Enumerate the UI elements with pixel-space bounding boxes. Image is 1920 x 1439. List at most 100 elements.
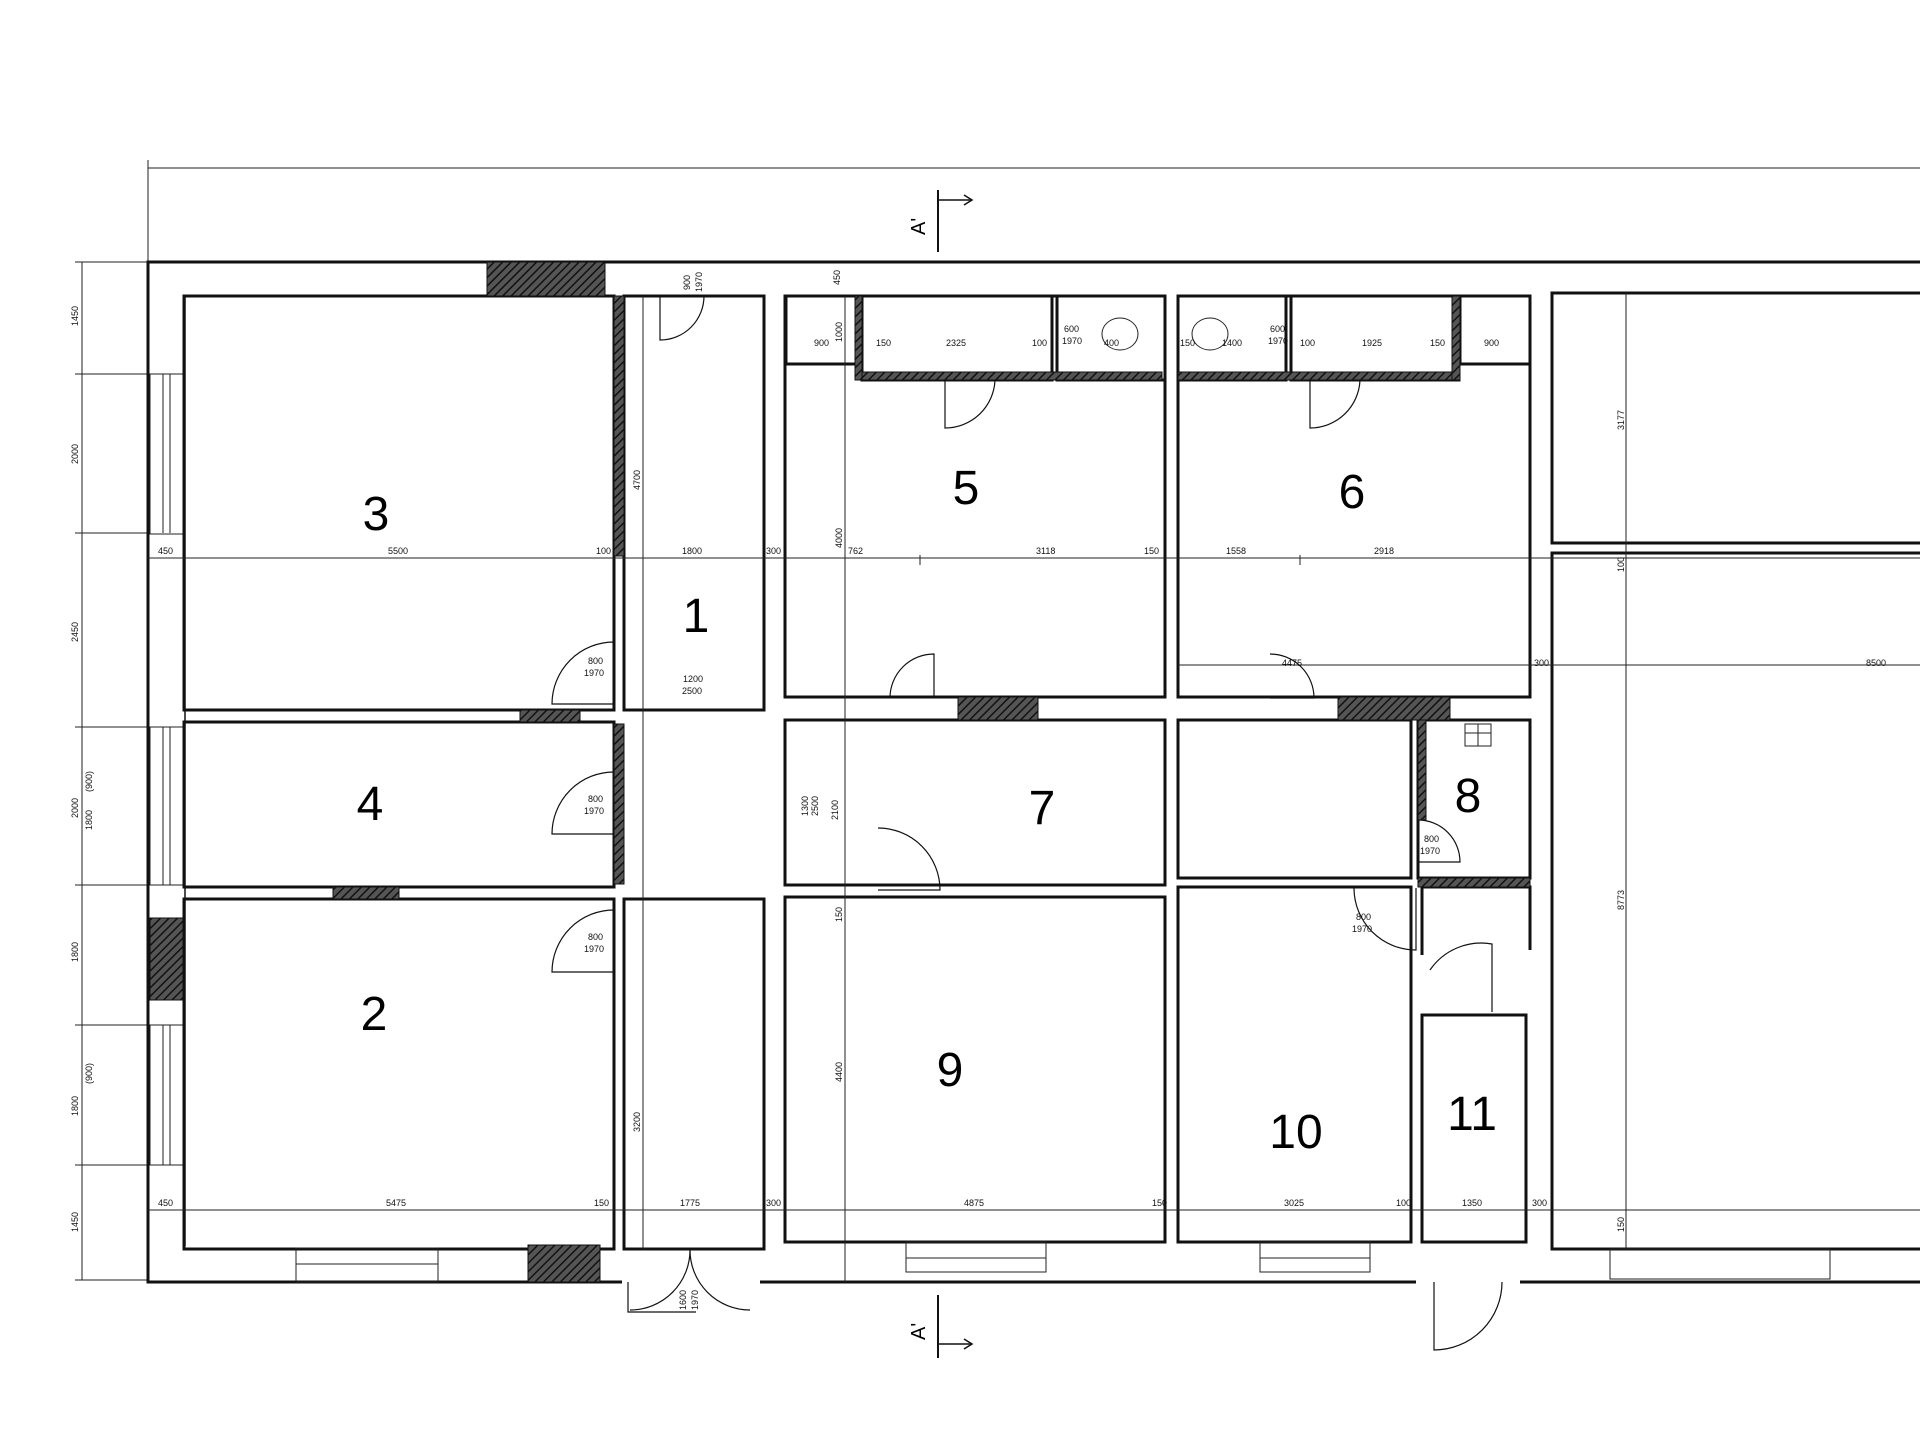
dim-door-1970-3: 1970 [584,668,604,678]
dim-misc-1200: 1200 [683,674,703,684]
dim-bot-1350: 1350 [1462,1198,1482,1208]
dim-misc-8773: 8773 [1616,890,1626,910]
left-dimension-text: 1450 2000 2450 2000 1800 (900) 1800 1800… [70,306,94,1232]
wc-dimension-text: 1000 900 150 2325 100 600 1970 400 150 1… [814,322,1499,348]
left-windows [149,373,185,1166]
dim-door-1970-10: 1970 [1352,924,1372,934]
exterior-walls [146,260,1920,1284]
dim-door-1970-8: 1970 [1420,846,1440,856]
dim-misc-150b: 150 [834,907,844,922]
outer-dimension-lines [75,160,1920,1281]
door-swings [551,295,1503,1351]
dim-misc-4400: 4400 [834,1062,844,1082]
dim-bot-300: 300 [766,1198,781,1208]
dim-left-5: 1800 [84,810,94,830]
dim-door-800-10: 800 [1356,912,1371,922]
section-mark-top: A' [908,218,930,235]
dim-wc-2325: 2325 [946,338,966,348]
dim-misc-8500: 8500 [1866,658,1886,668]
dim-door-1970-2: 1970 [584,944,604,954]
section-markers: A' A' [908,190,974,1358]
dim-door-1970-4: 1970 [584,806,604,816]
dim-bot-3025: 3025 [1284,1198,1304,1208]
dim-wc-100: 100 [1032,338,1047,348]
dim-top-100: 100 [596,546,611,556]
dim-wcr-1970: 1970 [1268,336,1288,346]
dim-misc-4000: 4000 [834,528,844,548]
dim-misc-3200: 3200 [632,1112,642,1132]
dim-top-3118: 3118 [1036,546,1055,556]
room-label-5: 5 [953,462,980,515]
room-label-4: 4 [357,778,384,831]
dim-misc-4700: 4700 [632,470,642,490]
dim-wcr-100: 100 [1300,338,1315,348]
room-label-7: 7 [1029,782,1056,835]
door-dimension-text: 900 1970 800 1970 800 1970 800 1970 800 … [584,272,1440,1310]
dim-left-7: 1800 [70,942,80,962]
room-label-11: 11 [1447,1088,1497,1141]
misc-dimension-text: 450 4700 4000 1200 2500 4475 300 8500 31… [632,270,1886,1232]
dim-misc-3177: 3177 [1616,410,1626,430]
dim-door-800-4: 800 [588,794,603,804]
dim-door-900: 900 [682,275,692,290]
dim-wc-1000: 1000 [834,322,844,342]
dim-door-800-2: 800 [588,932,603,942]
dim-misc-450: 450 [832,270,842,285]
dim-top-762: 762 [848,546,863,556]
dim-wc-900: 900 [814,338,829,348]
hatched-walls [332,261,1531,1283]
row-top-dimension-text: 450 5500 100 1800 300 762 3118 150 1558 … [158,546,1394,556]
dim-top-150: 150 [1144,546,1159,556]
dim-door-800-8: 800 [1424,834,1439,844]
interior-dimension-lines [148,293,1920,1282]
dim-top-2918: 2918 [1374,546,1394,556]
room-label-2: 2 [361,988,388,1041]
dim-door-1970: 1970 [694,272,704,292]
room-label-9: 9 [937,1044,964,1097]
room-label-6: 6 [1339,466,1366,519]
dim-wcr-1925: 1925 [1362,338,1382,348]
dim-wc-600: 600 [1064,324,1079,334]
dim-misc-4475: 4475 [1282,658,1302,668]
dim-left-3: 2450 [70,622,80,642]
dim-misc-100: 100 [1616,557,1626,572]
dim-wc-150: 150 [876,338,891,348]
bottom-windows [295,1241,1831,1283]
room-labels: 3 1 4 2 5 6 7 8 9 10 11 [357,462,1497,1159]
room-label-1: 1 [683,590,710,643]
dim-bot-100: 100 [1396,1198,1411,1208]
dim-bot-300b: 300 [1532,1198,1547,1208]
dim-top-1558: 1558 [1226,546,1246,556]
dim-misc-2500: 2500 [682,686,702,696]
dim-top-1800: 1800 [682,546,702,556]
dim-misc-1300: 1300 [800,796,810,816]
dim-bot-1775: 1775 [680,1198,700,1208]
dim-wcr-150: 150 [1430,338,1445,348]
dim-left-6: (900) [84,771,94,792]
dim-wcr-600: 600 [1270,324,1285,334]
fixtures [1101,317,1492,747]
dim-door-800-3: 800 [588,656,603,666]
dim-bot-5475: 5475 [386,1198,406,1208]
dim-wcr-150: 150 [1180,338,1195,348]
dim-bot-150: 150 [594,1198,609,1208]
dim-door-1970-entry: 1970 [690,1290,700,1310]
dim-misc-2100: 2100 [830,800,840,820]
dim-top-450: 450 [158,546,173,556]
dim-left-2: 2000 [70,444,80,464]
dim-misc-2500: 2500 [810,796,820,816]
room-label-3: 3 [363,488,390,541]
dim-misc-150: 150 [1616,1217,1626,1232]
row-bottom-dimension-text: 450 5475 150 1775 300 4875 150 3025 100 … [158,1198,1547,1208]
dim-wc-400: 400 [1104,338,1119,348]
dim-bot-150b: 150 [1152,1198,1167,1208]
dim-top-5500: 5500 [388,546,408,556]
room-label-8: 8 [1455,770,1482,823]
dim-wcr-1400: 1400 [1222,338,1242,348]
dim-left-10: 1450 [70,1212,80,1232]
dim-left-4: 2000 [70,798,80,818]
room-label-10: 10 [1269,1106,1322,1159]
dim-misc-300: 300 [1534,658,1549,668]
dim-wc-1970: 1970 [1062,336,1082,346]
